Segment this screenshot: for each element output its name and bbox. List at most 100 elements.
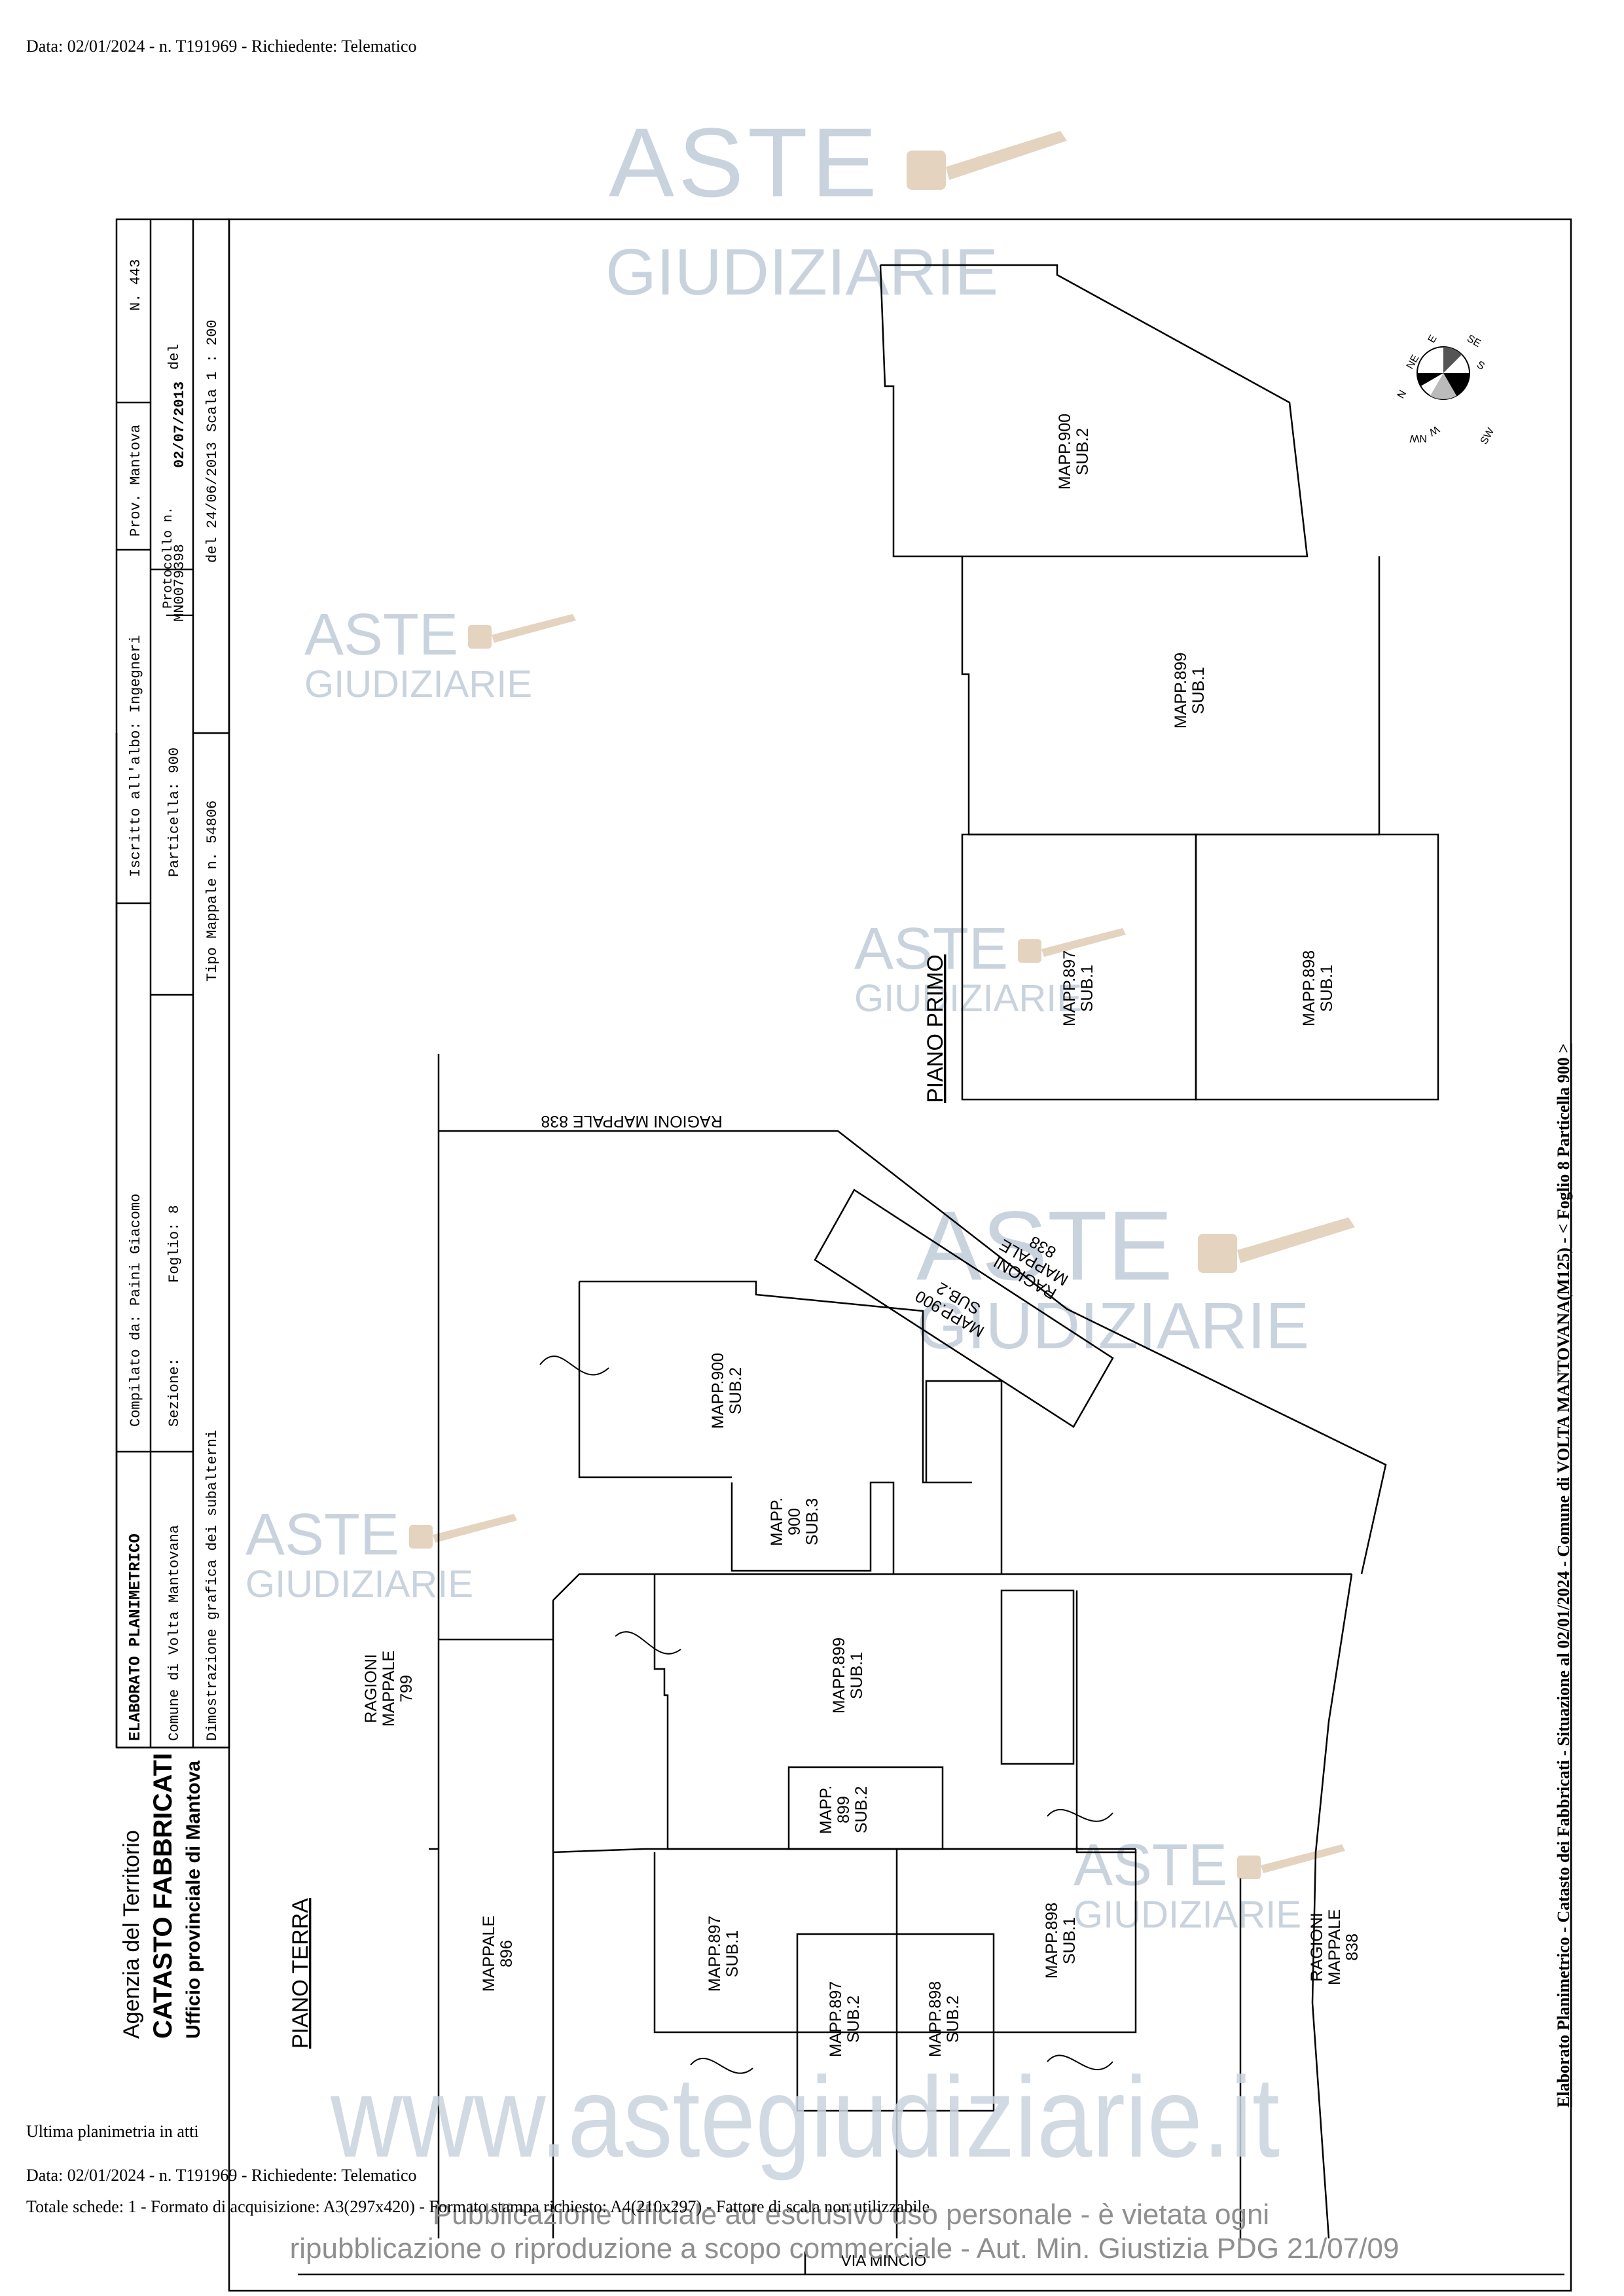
wm-notice-2: ripubblicazione o riproduzione a scopo c…	[290, 2233, 1399, 2265]
room-pp-898-1: MAPP.898 SUB.1	[1300, 950, 1336, 1026]
watermark-layer: ASTE GIUDIZIARIE ASTE GIUDIZIARIE ASTE G…	[245, 107, 1355, 1936]
side-caption: Elaborato Planimetrico - Catasto dei Fab…	[1554, 1043, 1573, 2108]
aste-watermark: ASTE GIUDIZIARIE	[304, 602, 576, 706]
footer-ultima: Ultima planimetria in atti	[26, 2122, 199, 2141]
svg-text:MAPPALE: MAPPALE	[1326, 1909, 1344, 1985]
svg-text:896: 896	[497, 1940, 516, 1967]
room-pp-897-1: MAPP.897 SUB.1	[1060, 950, 1096, 1026]
svg-text:SUB.2: SUB.2	[1074, 428, 1092, 475]
compass-rose: N NE E SE S SW W NW	[1396, 333, 1497, 446]
wm-giudiziarie: GIUDIZIARIE	[854, 977, 1082, 1020]
svg-text:SUB.1: SUB.1	[848, 1652, 866, 1699]
wm-giudiziarie: GIUDIZIARIE	[245, 1563, 473, 1605]
aste-watermark: ASTE GIUDIZIARIE	[245, 1502, 517, 1605]
room-pt-897-1: MAPP.897 SUB.1	[706, 1916, 742, 1992]
provincia: Prov. Mantova	[128, 424, 144, 537]
svg-text:MAPP.: MAPP.	[768, 1498, 786, 1547]
diagonal-portico	[814, 1189, 1114, 1428]
compass-s: S	[1475, 359, 1487, 372]
foglio: Foglio: 8	[166, 1205, 183, 1283]
svg-text:SUB.2: SUB.2	[852, 1786, 871, 1833]
room-pt-898-1: MAPP.898 SUB.1	[1043, 1903, 1079, 1979]
aste-watermark: ASTE GIUDIZIARIE	[605, 107, 1067, 309]
label-ragioni-838-top: RAGIONI MAPPALE 838	[541, 1112, 722, 1130]
svg-text:MAPP.899: MAPP.899	[1172, 653, 1190, 728]
protocollo-del: del	[166, 344, 183, 370]
label-piano-primo: PIANO PRIMO	[923, 954, 948, 1103]
compass-e: E	[1426, 333, 1439, 345]
svg-text:MAPP.897: MAPP.897	[827, 1981, 845, 2057]
wm-giudiziarie: GIUDIZIARIE	[605, 236, 998, 309]
label-via-mincio: VIA MINCIO	[841, 2252, 927, 2270]
room-pt-899-2: MAPP. 899 SUB.2	[817, 1785, 871, 1835]
agency-block: Agenzia del Territorio CATASTO FABBRICAT…	[119, 1753, 204, 2039]
break-marks	[539, 1355, 1113, 2074]
protocollo-label: Protocollo n.	[161, 507, 176, 609]
wm-aste: ASTE	[916, 1191, 1173, 1300]
aste-watermark: ASTE GIUDIZIARIE	[854, 916, 1126, 1020]
title-elaborato: ELABORATO PLANIMETRICO	[127, 1534, 145, 1741]
svg-text:SUB.1: SUB.1	[1318, 965, 1336, 1012]
footer: Ultima planimetria in atti Data: 02/01/2…	[26, 2122, 929, 2216]
svg-text:SUB.2: SUB.2	[944, 1996, 962, 2043]
label-ragioni-799: RAGIONI MAPPALE 799	[362, 1651, 416, 1727]
iscritto-albo: Iscritto all'albo: Ingegneri	[128, 635, 144, 877]
svg-text:MAPPALE: MAPPALE	[480, 1916, 498, 1992]
dimostrazione: Dimostrazione grafica dei subalterni	[204, 1430, 221, 1741]
comune: Comune di Volta Mantovana	[166, 1525, 183, 1741]
room-pp-900-2: MAPP.900 SUB.2	[1056, 414, 1092, 490]
svg-text:SUB.1: SUB.1	[1189, 667, 1208, 714]
footer-data: Data: 02/01/2024 - n. T191969 - Richiede…	[26, 2166, 417, 2185]
svg-text:SUB.1: SUB.1	[1078, 965, 1096, 1012]
catasto-fabbricati: CATASTO FABBRICATI	[149, 1753, 177, 2039]
wm-giudiziarie: GIUDIZIARIE	[916, 1289, 1309, 1363]
svg-text:SUB.3: SUB.3	[803, 1498, 821, 1545]
compass-n: N	[1396, 388, 1409, 401]
svg-text:SUB.2: SUB.2	[727, 1367, 745, 1414]
wm-aste: ASTE	[1074, 1833, 1227, 1898]
label-mappale-896: MAPPALE 896	[480, 1916, 516, 1992]
protocollo-date: 02/07/2013	[171, 382, 188, 468]
svg-text:838: 838	[1343, 1933, 1362, 1961]
compass-se: SE	[1465, 333, 1483, 350]
svg-text:MAPP.897: MAPP.897	[706, 1916, 724, 1992]
svg-text:RAGIONI: RAGIONI	[1308, 1912, 1326, 1982]
label-ragioni-838-right: RAGIONI MAPPALE 838	[1308, 1909, 1362, 1985]
svg-text:MAPPALE: MAPPALE	[380, 1651, 398, 1727]
svg-text:MAPP.898: MAPP.898	[1300, 950, 1318, 1026]
wm-aste: ASTE	[854, 916, 1008, 982]
room-pt-900-2: MAPP.900 SUB.2	[709, 1353, 745, 1429]
compass-nw: NW	[1409, 433, 1427, 444]
room-pt-900-3: MAPP. 900 SUB.3	[768, 1498, 821, 1547]
svg-text:MAPP.900: MAPP.900	[709, 1353, 727, 1429]
svg-text:MAPP.898: MAPP.898	[926, 1981, 945, 2057]
piano-terra-outline	[298, 1054, 1564, 2276]
wm-aste: ASTE	[609, 107, 881, 217]
svg-text:SUB.1: SUB.1	[723, 1930, 742, 1977]
numero: N. 443	[128, 259, 144, 311]
label-piano-terra: PIANO TERRA	[288, 1898, 313, 2049]
svg-text:MAPP.897: MAPP.897	[1060, 950, 1079, 1026]
svg-text:MAPP.900: MAPP.900	[1056, 414, 1074, 490]
cartiglio: ELABORATO PLANIMETRICO Compilato da: Pai…	[127, 259, 221, 1741]
agenzia: Agenzia del Territorio	[119, 1830, 144, 2039]
sheet-frame	[115, 218, 1572, 2292]
wm-notice-1: Pubblicazione ufficiale ad esclusivo uso…	[433, 2198, 1269, 2231]
particella: Particella: 900	[166, 747, 183, 877]
wm-aste: ASTE	[304, 602, 458, 668]
scala: Scala 1 : 200	[204, 319, 221, 432]
room-pt-899-1: MAPP.899 SUB.1	[830, 1638, 866, 1713]
piano-primo-outline	[879, 264, 1439, 1101]
aste-watermark: ASTE GIUDIZIARIE	[916, 1191, 1355, 1363]
tipo-mappale-date: del 24/06/2013	[204, 442, 221, 563]
svg-text:899: 899	[835, 1796, 853, 1823]
ufficio: Ufficio provinciale di Mantova	[183, 1761, 204, 2039]
svg-text:MAPP.898: MAPP.898	[1043, 1903, 1061, 1979]
wm-giudiziarie: GIUDIZIARIE	[304, 663, 532, 706]
svg-text:MAPP.899: MAPP.899	[830, 1638, 848, 1713]
aste-watermark: ASTE GIUDIZIARIE	[1074, 1833, 1345, 1936]
svg-text:RAGIONI: RAGIONI	[362, 1654, 380, 1723]
svg-text:SUB.1: SUB.1	[1060, 1917, 1079, 1964]
svg-text:MAPP.: MAPP.	[817, 1785, 835, 1835]
